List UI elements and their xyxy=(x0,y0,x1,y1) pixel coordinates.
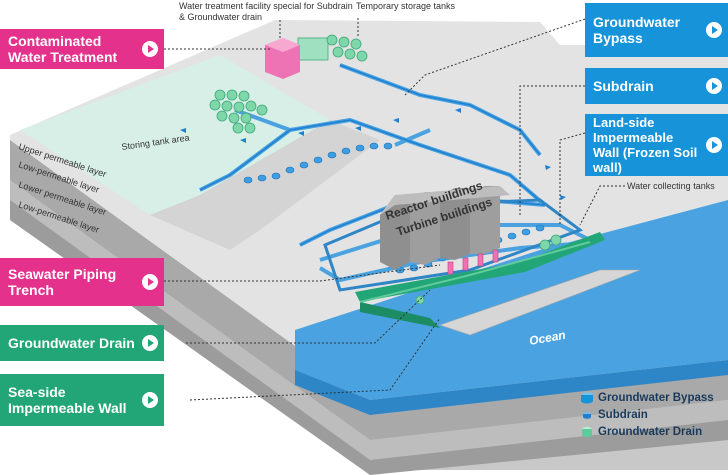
ocean-label: Ocean xyxy=(528,328,567,348)
subdrain-button[interactable]: Subdrain xyxy=(585,68,728,104)
pier xyxy=(439,269,641,336)
play-icon xyxy=(142,335,158,351)
legend-item: Groundwater Drain xyxy=(580,423,728,440)
play-icon xyxy=(142,274,158,290)
leader-lines xyxy=(164,18,625,401)
play-icon xyxy=(142,41,158,57)
groundwater-drain-label: Groundwater Drain xyxy=(8,335,135,351)
temporary-storage-tanks-label: Temporary storage tanks xyxy=(356,1,456,11)
contaminated-water-treatment-button[interactable]: Contaminated Water Treatment xyxy=(0,29,164,69)
play-icon xyxy=(706,137,722,153)
seawater-piping-trench-label: Seawater Piping Trench xyxy=(8,266,117,298)
sea-side-wall-button[interactable]: Sea-side Impermeable Wall xyxy=(0,374,164,426)
reactor-turbine-buildings: Reactor buildings Turbine buildings xyxy=(380,178,510,270)
groundwater-drain-button[interactable]: Groundwater Drain xyxy=(0,325,164,361)
temporary-storage-tanks xyxy=(297,34,368,62)
landside-wall-button[interactable]: Land-side Impermeable Wall (Frozen Soil … xyxy=(585,114,728,176)
landside-wall-label: Land-side Impermeable Wall (Frozen Soil … xyxy=(593,115,698,175)
groundwater-bypass-button[interactable]: Groundwater Bypass xyxy=(585,3,728,57)
contaminated-water-treatment-label: Contaminated Water Treatment xyxy=(8,33,118,65)
subdrain-label: Subdrain xyxy=(593,78,654,94)
play-icon xyxy=(706,78,722,94)
legend-label: Groundwater Drain xyxy=(598,425,703,438)
play-icon xyxy=(142,392,158,408)
water-treatment-facility-label: Water treatment facility special for Sub… xyxy=(179,1,353,22)
groundwater-bypass-label: Groundwater Bypass xyxy=(593,14,681,46)
green-tank-icon xyxy=(582,426,592,437)
sea-side-wall xyxy=(355,232,605,328)
seawater-piping-trench-button[interactable]: Seawater Piping Trench xyxy=(0,258,164,306)
legend-label: Groundwater Bypass xyxy=(598,391,714,404)
large-blue-tank-icon xyxy=(581,392,593,403)
legend-label: Subdrain xyxy=(598,408,648,421)
legend-item: Groundwater Bypass xyxy=(580,389,728,406)
ocean xyxy=(295,200,728,400)
water-treatment-facility xyxy=(265,38,300,79)
seawater-piping-trench xyxy=(447,249,499,275)
legend: Groundwater Bypass Subdrain Groundwater … xyxy=(580,389,728,440)
small-blue-tank-icon xyxy=(583,411,591,419)
play-icon xyxy=(706,22,722,38)
legend-item: Subdrain xyxy=(580,406,728,423)
storing-tanks xyxy=(209,89,268,134)
water-collecting-tanks-label: Water collecting tanks xyxy=(627,181,715,191)
sea-side-wall-label: Sea-side Impermeable Wall xyxy=(8,384,127,416)
